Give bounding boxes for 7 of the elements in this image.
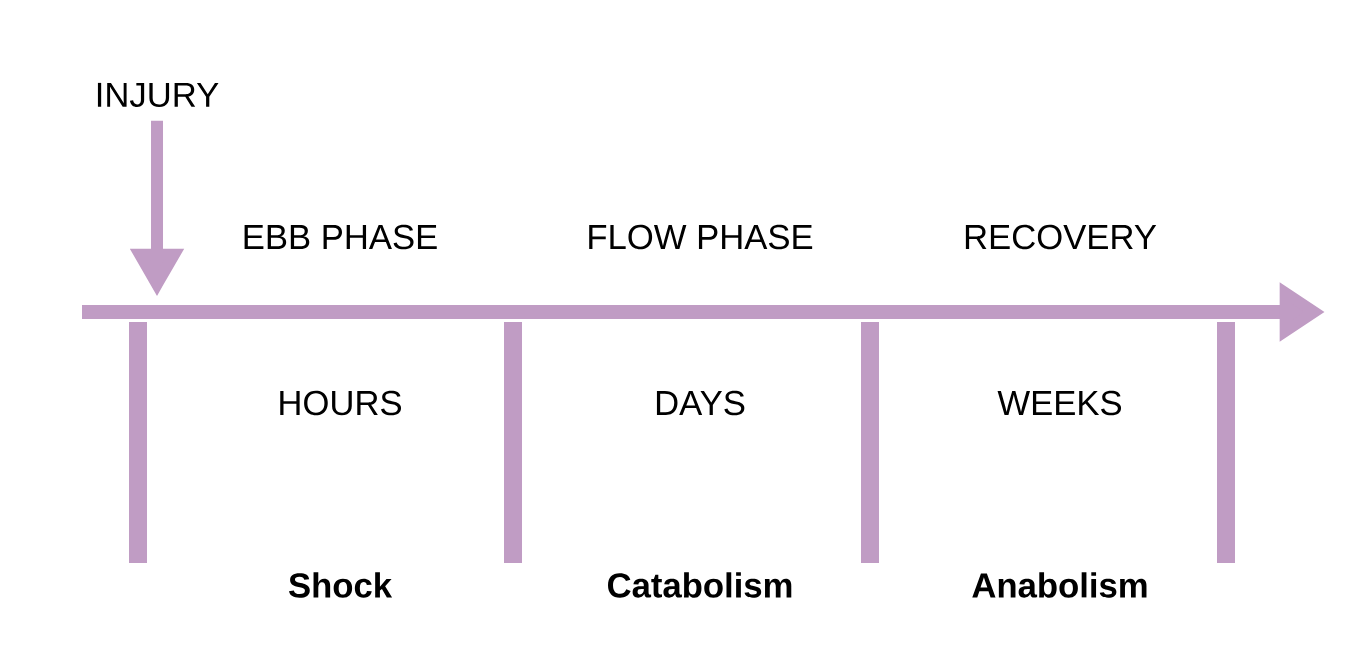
duration-label: HOURS [280, 390, 401, 416]
phase-label: FLOW PHASE [589, 224, 813, 250]
phase-label: EBB PHASE [244, 224, 437, 250]
duration-label: WEEKS [997, 390, 1122, 416]
phase-label: RECOVERY [965, 224, 1157, 250]
duration-label: DAYS [656, 390, 745, 416]
node-text: INJURY [97, 82, 219, 108]
